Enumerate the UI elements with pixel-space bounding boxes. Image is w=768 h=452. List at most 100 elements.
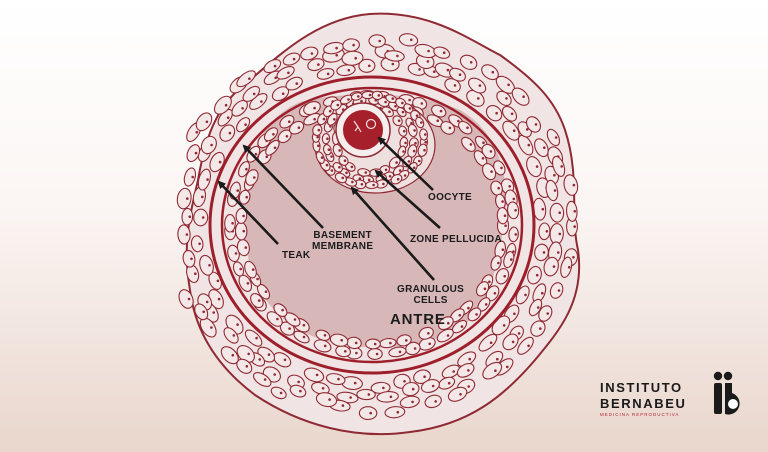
cell-nucleus	[283, 358, 287, 362]
cumulus-cell	[371, 90, 383, 101]
theca-cell	[549, 202, 565, 223]
cell-nucleus	[246, 282, 250, 285]
oocyte-cell	[343, 110, 383, 150]
theca-cell	[199, 254, 214, 276]
cell-nucleus	[329, 125, 332, 128]
cell-nucleus	[354, 56, 358, 60]
theca-cell	[420, 379, 440, 393]
granulosa-cell	[329, 333, 349, 347]
cell-nucleus	[403, 129, 406, 133]
cell-nucleus	[567, 266, 571, 269]
cell-nucleus	[420, 121, 423, 124]
cell-nucleus	[358, 177, 362, 180]
cumulus-cell	[417, 143, 428, 157]
granulosa-cell	[224, 214, 236, 233]
granulosa-cell	[250, 293, 264, 309]
theca-cell	[433, 46, 451, 59]
cell-nucleus	[458, 314, 462, 317]
cell-nucleus	[195, 130, 199, 134]
cell-nucleus	[411, 400, 414, 404]
cell-nucleus	[349, 396, 352, 399]
theca-cell	[384, 406, 406, 419]
granulosa-cell	[495, 268, 510, 285]
cell-nucleus	[466, 126, 469, 129]
cell-nucleus	[245, 365, 249, 368]
cell-nucleus	[245, 167, 248, 171]
cell-nucleus	[543, 146, 546, 149]
cell-nucleus	[202, 310, 205, 314]
cell-nucleus	[242, 229, 246, 233]
cell-nucleus	[412, 149, 416, 153]
cell-nucleus	[323, 344, 327, 348]
cell-nucleus	[299, 389, 302, 393]
cell-nucleus	[511, 340, 515, 344]
cell-nucleus	[420, 102, 424, 105]
cell-nucleus	[256, 277, 259, 281]
granulosa-cell	[365, 338, 381, 350]
granulosa-cell	[232, 261, 245, 277]
cell-nucleus	[216, 279, 220, 283]
cell-nucleus	[553, 189, 557, 192]
cell-nucleus	[287, 71, 290, 75]
theca-cell	[182, 249, 196, 268]
cumulus-cell	[419, 128, 429, 141]
cell-nucleus	[539, 327, 542, 330]
cell-nucleus	[458, 73, 462, 76]
cumulus-cell	[322, 144, 332, 156]
theca-cells	[176, 33, 579, 421]
cell-nucleus	[413, 129, 416, 132]
cell-nucleus	[382, 182, 385, 186]
theca-cell	[219, 124, 236, 142]
cell-nucleus	[398, 169, 402, 172]
theca-cell	[447, 386, 468, 402]
theca-cell	[194, 303, 209, 321]
theca-cell	[538, 222, 551, 241]
cell-nucleus	[497, 186, 501, 190]
antrum	[242, 94, 506, 348]
cell-nucleus	[317, 128, 321, 132]
theca-cell	[402, 381, 420, 397]
cumulus-cell	[407, 123, 418, 138]
cell-nucleus	[459, 393, 462, 396]
theca-cell	[560, 256, 573, 278]
cell-nucleus	[335, 46, 338, 50]
cell-nucleus	[330, 169, 334, 172]
cell-nucleus	[439, 109, 443, 113]
cell-nucleus	[388, 175, 392, 178]
cell-nucleus	[338, 166, 341, 169]
cell-nucleus	[353, 381, 357, 385]
theca-cell	[358, 58, 376, 73]
theca-cell	[468, 77, 487, 94]
cell-nucleus	[239, 267, 242, 271]
cell-nucleus	[288, 327, 291, 330]
cell-nucleus	[272, 133, 275, 136]
theca-cell	[563, 174, 579, 196]
cell-nucleus	[442, 51, 446, 54]
cell-nucleus	[558, 232, 562, 236]
cell-nucleus	[505, 97, 508, 100]
cell-nucleus	[264, 290, 268, 294]
granulosa-cell	[263, 127, 279, 142]
cell-nucleus	[522, 95, 525, 98]
cell-nucleus	[467, 385, 471, 388]
cumulus-cell	[334, 172, 348, 184]
cell-nucleus	[436, 119, 440, 122]
theca-cell	[186, 144, 201, 163]
theca-cell	[384, 50, 405, 62]
cell-nucleus	[273, 373, 277, 376]
cell-nucleus	[231, 353, 235, 357]
cumulus-cell	[392, 115, 403, 127]
cell-nucleus	[205, 120, 209, 124]
cell-nucleus	[557, 251, 560, 254]
cell-nucleus	[467, 306, 470, 310]
cell-nucleus	[281, 308, 284, 312]
granulosa-cell	[315, 329, 331, 341]
cell-nucleus	[482, 141, 485, 144]
theca-cell	[546, 128, 561, 147]
cell-nucleus	[542, 251, 546, 254]
cumulus-cell	[390, 173, 403, 185]
cell-nucleus	[389, 395, 393, 399]
cell-nucleus	[330, 155, 333, 158]
label-basement-membrane: BASEMENT MEMBRANE	[312, 230, 373, 252]
theca-cell	[181, 207, 194, 226]
